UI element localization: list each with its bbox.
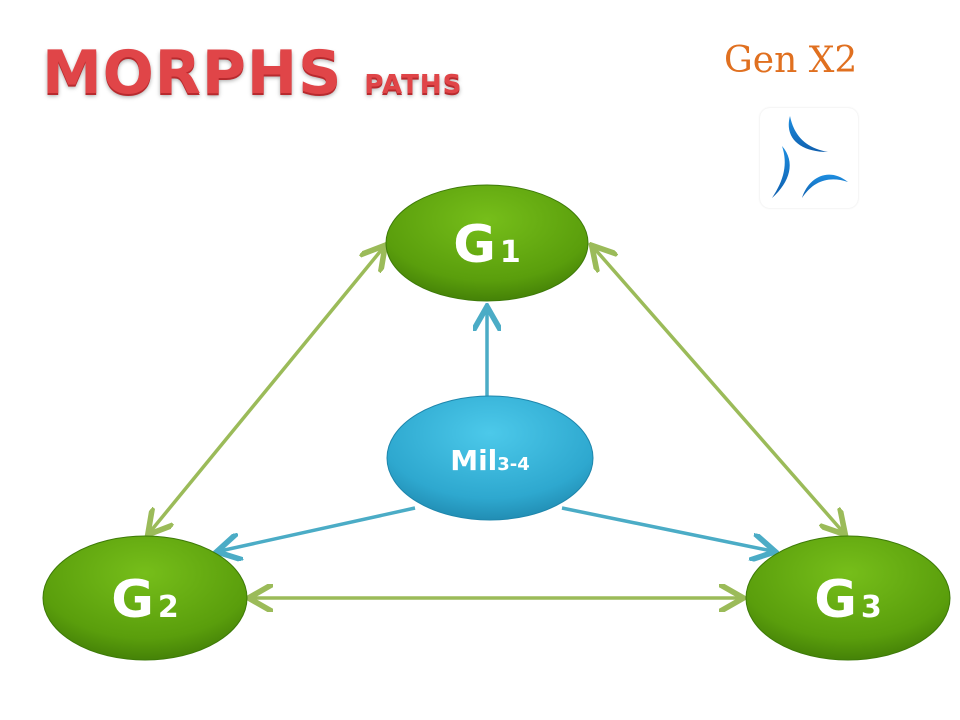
- diagram-title: MORPHS PATHS: [42, 38, 462, 108]
- edge-g1-g2: [150, 248, 383, 532]
- edge-g1-g3: [594, 248, 843, 532]
- svg-text:G2: G2: [111, 570, 179, 630]
- edge-mil-g2: [220, 506, 416, 551]
- node-mil: Mil3-4: [386, 395, 594, 521]
- edge-mil-g3: [561, 506, 772, 551]
- triskelion-logo-icon: [760, 108, 858, 208]
- title-main: MORPHS: [42, 38, 343, 108]
- gen-tag: Gen X2: [724, 40, 858, 81]
- svg-text:G3: G3: [814, 570, 882, 630]
- title-sub: PATHS: [364, 70, 463, 100]
- svg-text:G1: G1: [453, 215, 521, 275]
- svg-text:Mil3-4: Mil3-4: [450, 444, 530, 477]
